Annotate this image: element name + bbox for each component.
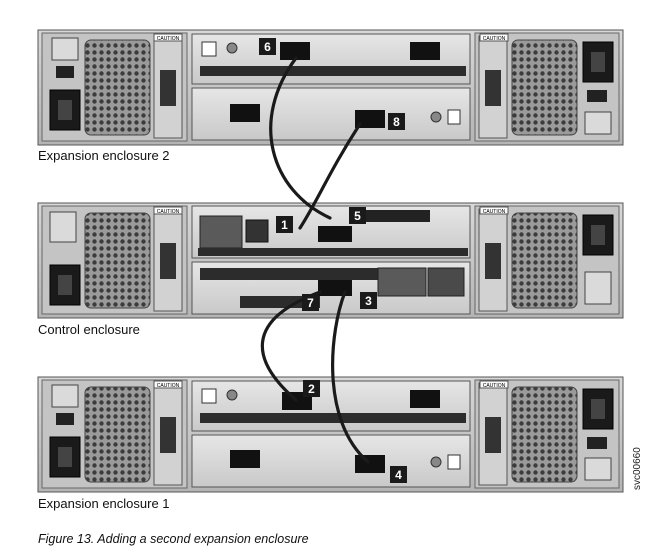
- upper-canister: [191, 380, 471, 432]
- expansion-enclosure-1-label: Expansion enclosure 1: [38, 496, 170, 511]
- svg-text:8: 8: [393, 115, 400, 129]
- callout-6: 6: [259, 38, 276, 55]
- svg-text:6: 6: [264, 40, 271, 54]
- figure-caption: Figure 13. Adding a second expansion enc…: [38, 532, 309, 546]
- callout-2: 2: [303, 380, 320, 397]
- svg-text:7: 7: [307, 296, 314, 310]
- callout-1: 1: [276, 216, 293, 233]
- callout-8: 8: [388, 113, 405, 130]
- caution-text: CAUTION: [483, 383, 506, 389]
- lower-canister: [191, 87, 471, 141]
- sas-cables: [260, 56, 370, 464]
- lower-node-canister: [191, 261, 471, 315]
- image-code: svc00660: [632, 447, 643, 490]
- left-power-supply: [41, 205, 188, 315]
- upper-node-canister: [191, 205, 471, 259]
- left-power-supply: [41, 32, 188, 142]
- caution-plate: CAUTION: [479, 206, 509, 215]
- caution-text: CAUTION: [157, 383, 180, 389]
- svg-text:2: 2: [308, 382, 315, 396]
- control-enclosure: [37, 202, 624, 319]
- expansion-enclosure-2: [37, 29, 624, 146]
- callout-3: 3: [360, 292, 377, 309]
- caution-text: CAUTION: [157, 209, 180, 215]
- svg-text:5: 5: [354, 209, 361, 223]
- expansion-enclosure-2-label: Expansion enclosure 2: [38, 148, 170, 163]
- svg-text:4: 4: [395, 468, 402, 482]
- left-power-supply: [41, 379, 188, 489]
- right-power-supply: [474, 379, 620, 489]
- caution-plate: CAUTION: [153, 380, 183, 389]
- caution-text: CAUTION: [483, 36, 506, 42]
- caution-plate: CAUTION: [153, 33, 183, 42]
- callout-4: 4: [390, 466, 407, 483]
- cable-3-to-4: [331, 290, 370, 464]
- lower-canister: [191, 434, 471, 488]
- caution-plate: CAUTION: [479, 380, 509, 389]
- control-enclosure-label: Control enclosure: [38, 322, 140, 337]
- caution-text: CAUTION: [157, 36, 180, 42]
- cable-8-to-1: [298, 122, 362, 230]
- caution-plate: CAUTION: [153, 206, 183, 215]
- expansion-enclosure-1: [37, 376, 624, 493]
- right-power-supply: [474, 32, 620, 142]
- caution-plate: CAUTION: [479, 33, 509, 42]
- cable-6-to-5: [269, 56, 332, 220]
- callout-5: 5: [349, 207, 366, 224]
- right-power-supply: [474, 205, 620, 315]
- caution-text: CAUTION: [483, 209, 506, 215]
- upper-canister: [191, 33, 471, 85]
- svg-text:1: 1: [281, 218, 288, 232]
- cable-7-to-2: [260, 290, 322, 402]
- svg-text:3: 3: [365, 294, 372, 308]
- callout-7: 7: [302, 294, 319, 311]
